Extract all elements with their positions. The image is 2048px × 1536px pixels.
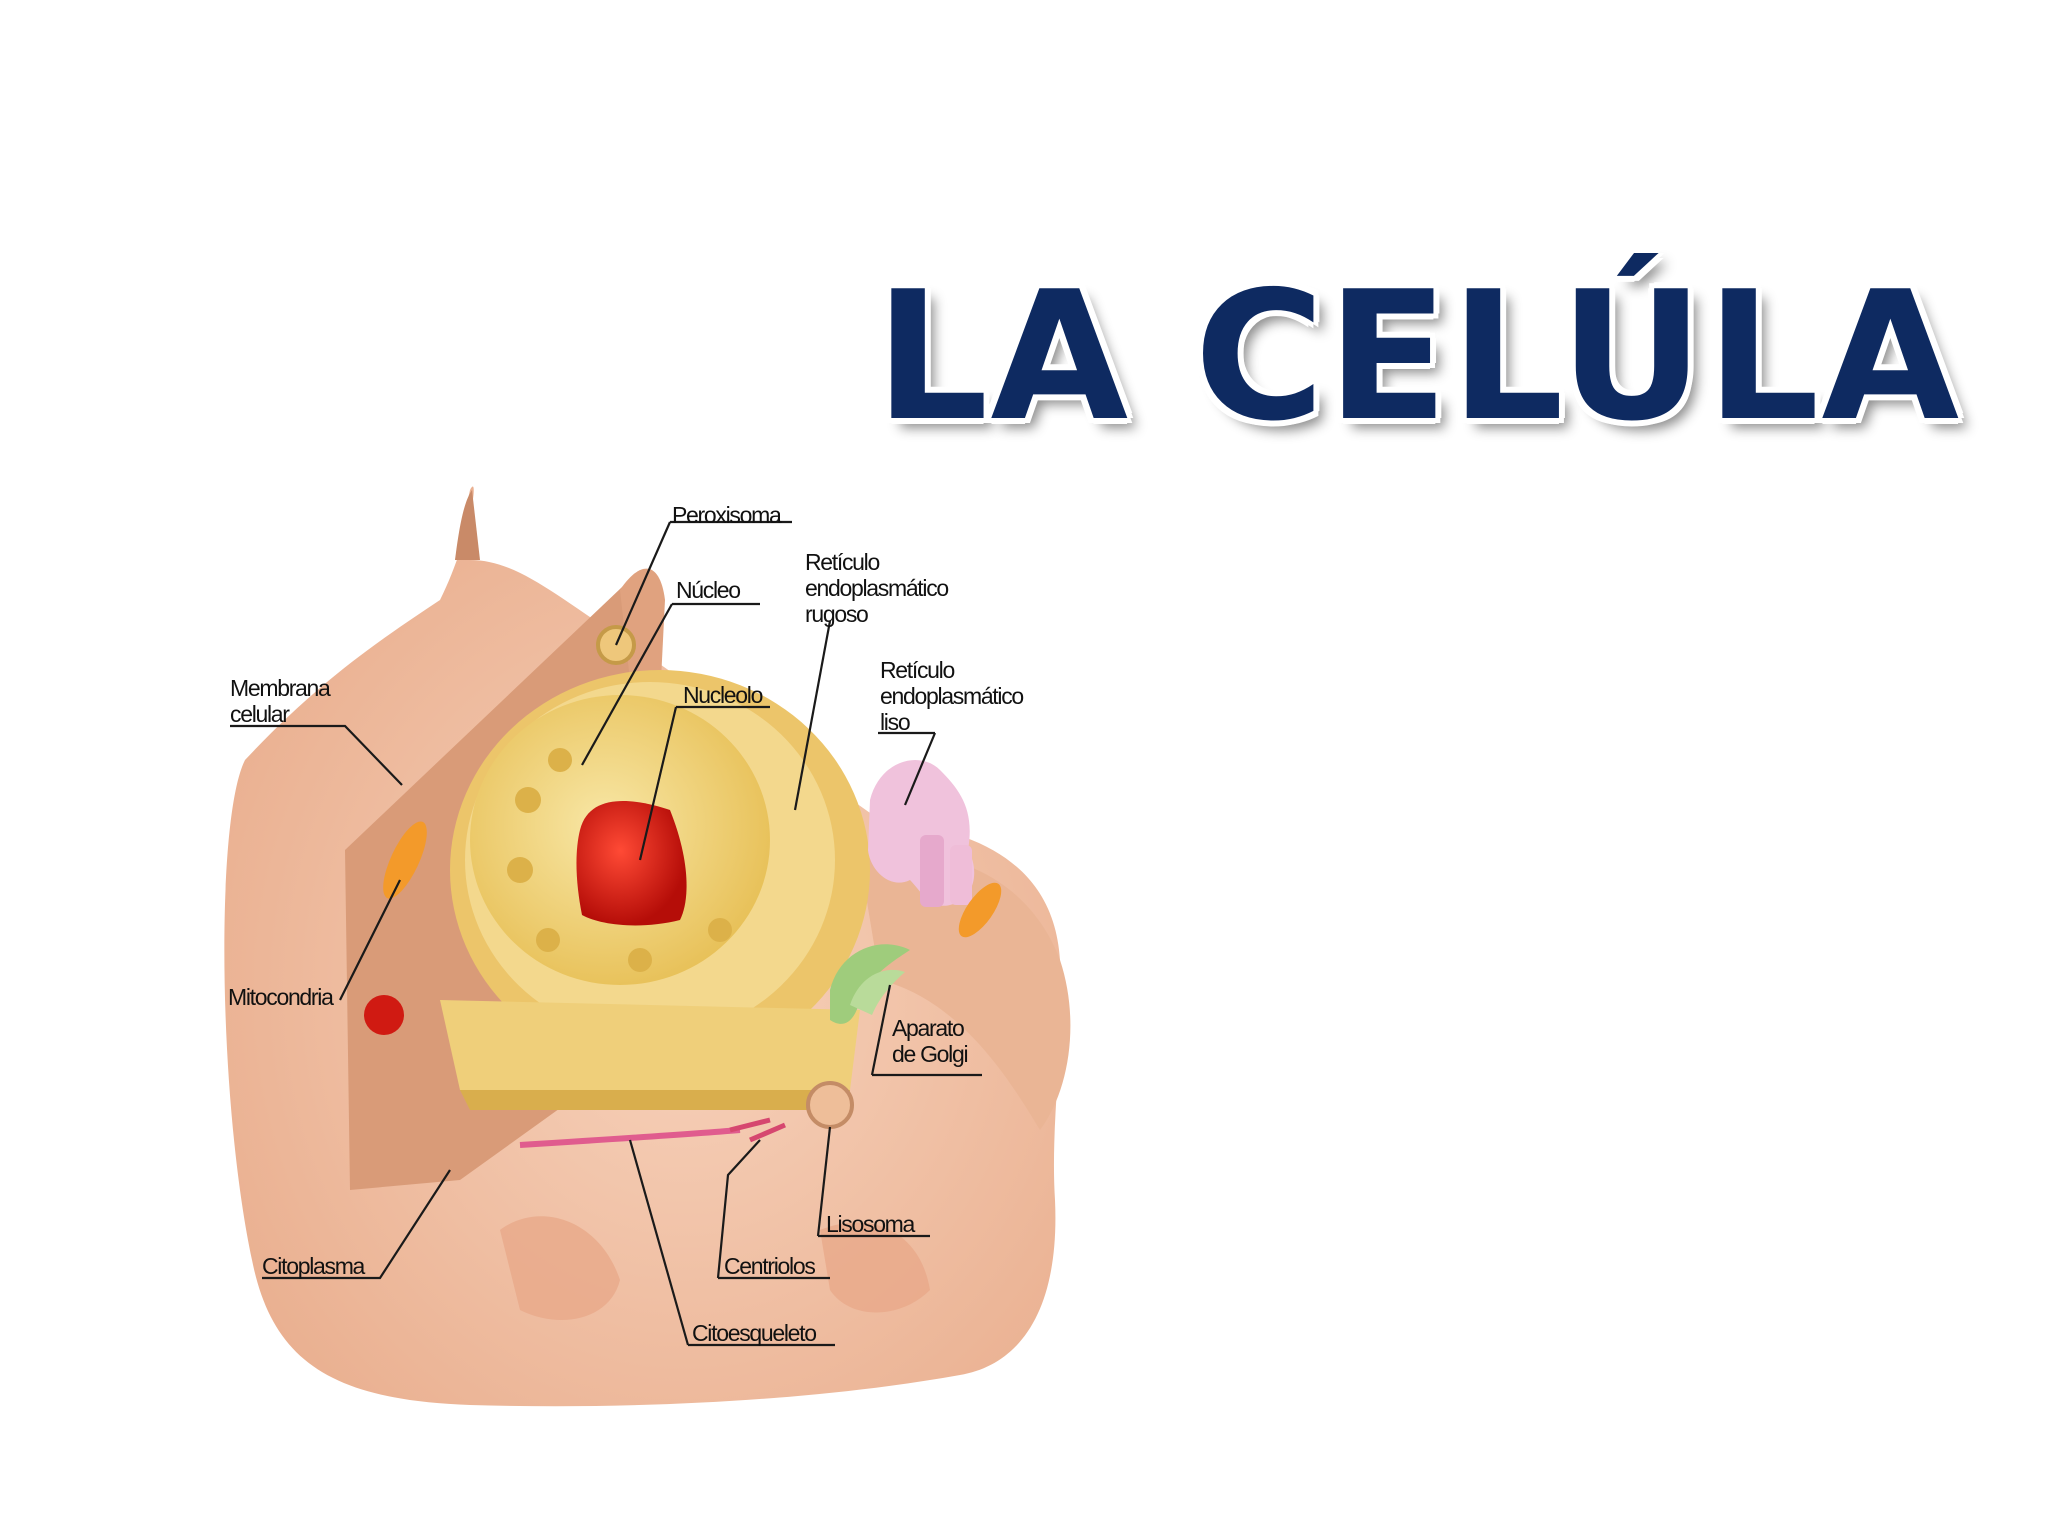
- label-reticulo-rugoso-3: rugoso: [805, 601, 868, 627]
- nuclear-pore: [628, 948, 652, 972]
- smooth-er-tube: [950, 845, 972, 905]
- leader-membrana: [230, 724, 403, 786]
- label-reticulo-liso-2: endoplasmático: [880, 683, 1023, 709]
- nuclear-pore: [708, 918, 732, 942]
- leader-reticulo-liso: [903, 732, 937, 806]
- golgi-apparatus: [830, 944, 910, 1024]
- centrioles: [729, 1117, 786, 1143]
- label-reticulo-rugoso-2: endoplasmático: [805, 575, 948, 601]
- label-centriolos: Centriolos: [724, 1253, 815, 1279]
- cytoplasm-fold: [500, 1216, 620, 1320]
- golgi-apparatus: [850, 969, 905, 1015]
- leader-reticulo-rugoso: [793, 620, 832, 811]
- leader-lisosoma: [816, 1126, 832, 1237]
- label-reticulo-liso-3: liso: [880, 709, 910, 735]
- lysosome: [806, 1081, 854, 1129]
- cytoplasm-bulge: [860, 854, 1071, 1130]
- smooth-er-tube: [920, 835, 944, 907]
- nuclear-pore: [536, 928, 560, 952]
- label-membrana-1: Membrana: [230, 675, 331, 701]
- label-nucleolo: Nucleolo: [683, 682, 763, 708]
- leader-nucleolo: [638, 706, 678, 861]
- label-golgi-1: Aparato: [892, 1015, 964, 1041]
- label-golgi-2: de Golgi: [892, 1041, 967, 1067]
- label-mitocondria: Mitocondria: [228, 984, 334, 1010]
- nuclear-pore: [548, 748, 572, 772]
- label-membrana-2: celular: [230, 701, 290, 727]
- slide-title: LA CELÚLA: [875, 253, 1962, 460]
- mitochondria: [958, 882, 1002, 938]
- leader-citoesqueleto: [628, 1139, 690, 1346]
- membrane-spike: [455, 490, 480, 560]
- label-citoesqueleto: Citoesqueleto: [692, 1320, 816, 1346]
- label-peroxisoma: Peroxisoma: [672, 502, 782, 528]
- nucleolus: [576, 801, 687, 926]
- label-nucleo: Núcleo: [676, 577, 740, 603]
- rough-er-slab: [440, 1000, 860, 1090]
- nuclear-pore: [515, 787, 541, 813]
- label-lisosoma: Lisosoma: [826, 1211, 916, 1237]
- cell-protrusion: [620, 568, 665, 700]
- cytoplasm-fold: [820, 1222, 930, 1313]
- label-citoplasma: Citoplasma: [262, 1253, 366, 1279]
- smooth-er: [868, 760, 975, 906]
- red-vesicle: [364, 995, 404, 1035]
- leader-centriolos: [716, 1139, 761, 1279]
- leader-golgi: [870, 984, 892, 1076]
- mitochondria: [383, 821, 427, 899]
- cytoskeleton: [519, 1127, 741, 1148]
- rough-er-slab-edge: [460, 1090, 850, 1110]
- leader-citoplasma: [262, 1169, 451, 1280]
- leader-mitocondria: [339, 879, 401, 1001]
- label-reticulo-rugoso-1: Retículo: [805, 549, 879, 575]
- leader-peroxisoma: [614, 521, 672, 646]
- nuclear-pore: [507, 857, 533, 883]
- label-reticulo-liso-1: Retículo: [880, 657, 954, 683]
- leader-nucleo: [581, 603, 673, 766]
